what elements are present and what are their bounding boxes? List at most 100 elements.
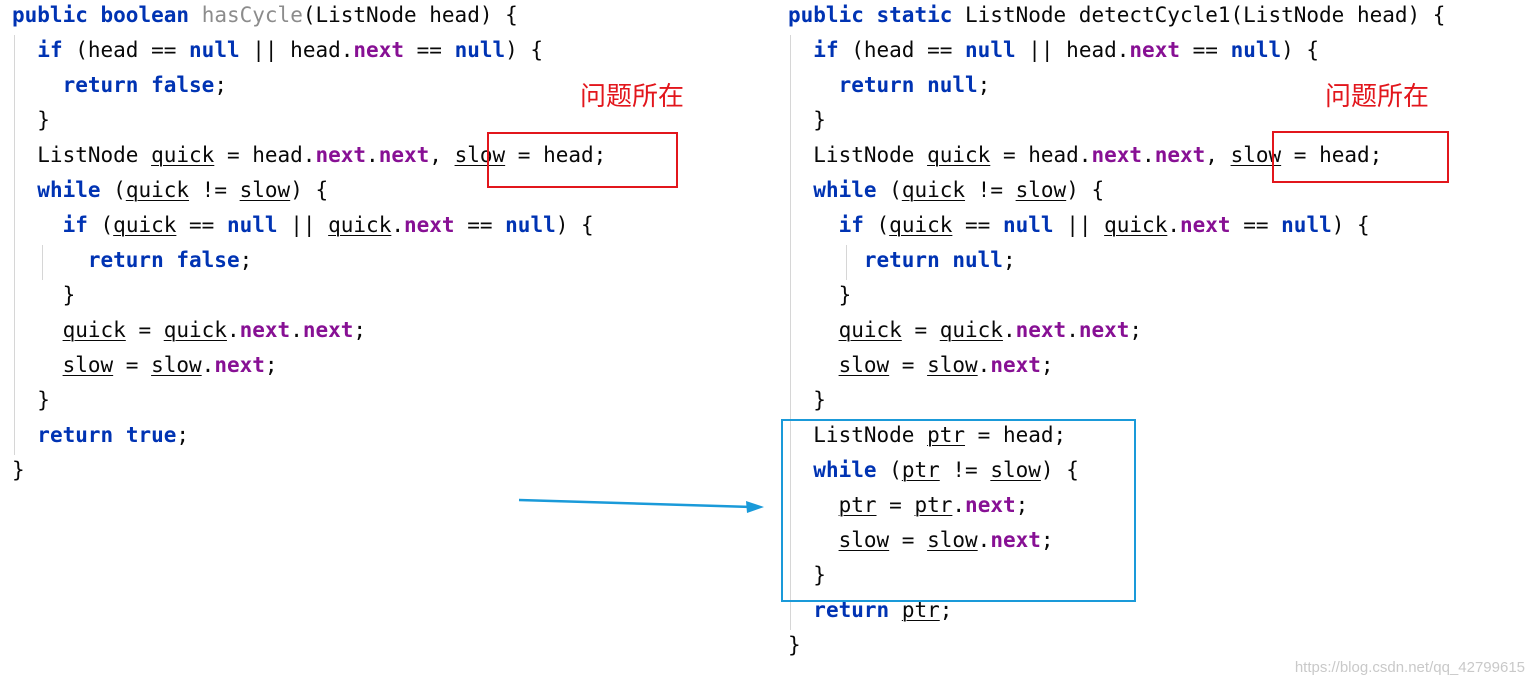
code-token: == bbox=[1179, 38, 1231, 62]
code-token: . bbox=[1002, 318, 1016, 342]
right-code-line: } bbox=[788, 280, 852, 315]
code-token: ; bbox=[176, 423, 190, 447]
code-token: (head == bbox=[62, 38, 190, 62]
code-token: } bbox=[12, 388, 50, 412]
code-token: = bbox=[889, 528, 928, 552]
right-code-line: quick = quick.next.next; bbox=[788, 315, 1143, 350]
variable-token: quick bbox=[125, 178, 190, 202]
code-token: ) { bbox=[1281, 38, 1320, 62]
code-token: } bbox=[12, 458, 25, 482]
left-code-line: quick = quick.next.next; bbox=[12, 315, 367, 350]
keyword-token: static bbox=[876, 3, 953, 27]
pointer-arrowhead bbox=[746, 501, 764, 513]
code-token: = head; bbox=[965, 423, 1067, 447]
code-token: = bbox=[876, 493, 915, 517]
keyword-token: null bbox=[1002, 213, 1054, 237]
field-token: next bbox=[1078, 318, 1130, 342]
code-token: ) { bbox=[555, 213, 594, 237]
keyword-token: while bbox=[813, 178, 877, 202]
variable-token: slow bbox=[927, 528, 978, 552]
left-code-line: if (quick == null || quick.next == null)… bbox=[12, 210, 594, 245]
code-token: ; bbox=[1040, 528, 1054, 552]
code-token: . bbox=[1167, 213, 1180, 237]
code-token: ; bbox=[353, 318, 367, 342]
keyword-token: if bbox=[37, 38, 63, 62]
code-token: . bbox=[977, 353, 991, 377]
variable-token: slow bbox=[838, 353, 890, 377]
keyword-token: false bbox=[151, 73, 215, 97]
code-token: } bbox=[788, 633, 801, 657]
code-token: ; bbox=[239, 248, 253, 272]
field-token: next bbox=[1015, 318, 1067, 342]
variable-token: slow bbox=[151, 353, 202, 377]
variable-token: quick bbox=[328, 213, 392, 237]
right-code-line: if (quick == null || quick.next == null)… bbox=[788, 210, 1370, 245]
left-code-line: slow = slow.next; bbox=[12, 350, 278, 385]
left-code-line: return false; bbox=[12, 70, 227, 105]
keyword-token: return bbox=[37, 423, 114, 447]
variable-token: ptr bbox=[927, 423, 966, 447]
code-token: , bbox=[429, 143, 455, 167]
code-token: } bbox=[788, 283, 852, 307]
variable-token: quick bbox=[62, 318, 126, 342]
keyword-token: null bbox=[505, 213, 556, 237]
code-token: . bbox=[290, 318, 303, 342]
variable-token: quick bbox=[163, 318, 227, 342]
keyword-token: while bbox=[37, 178, 101, 202]
code-token: ( bbox=[876, 458, 902, 482]
field-token: next bbox=[214, 353, 265, 377]
code-token: } bbox=[788, 563, 826, 587]
left-code-line: while (quick != slow) { bbox=[12, 175, 328, 210]
left-code-line: public boolean hasCycle(ListNode head) { bbox=[12, 0, 518, 35]
code-token: ; bbox=[977, 73, 991, 97]
field-token: next bbox=[353, 38, 404, 62]
watermark: https://blog.csdn.net/qq_42799615 bbox=[1294, 659, 1525, 676]
fix-highlight-box bbox=[781, 419, 1136, 602]
keyword-token: if bbox=[838, 213, 864, 237]
left-code-line: } bbox=[12, 280, 76, 315]
field-token: next bbox=[1129, 38, 1180, 62]
right-code-line: ListNode quick = head.next.next, slow = … bbox=[788, 140, 1382, 175]
keyword-token: null bbox=[927, 73, 978, 97]
keyword-token: if bbox=[813, 38, 839, 62]
code-token: ( bbox=[100, 178, 126, 202]
field-token: next bbox=[965, 493, 1016, 517]
variable-token: quick bbox=[939, 318, 1003, 342]
code-token: } bbox=[12, 108, 50, 132]
code-token: ; bbox=[939, 598, 953, 622]
left-code-line: ListNode quick = head.next.next, slow = … bbox=[12, 140, 606, 175]
keyword-token: return bbox=[838, 73, 915, 97]
code-token: ( bbox=[87, 213, 114, 237]
right-code-line: return ptr; bbox=[788, 595, 952, 630]
right-code-line: public static ListNode detectCycle1(List… bbox=[788, 0, 1445, 35]
left-code-line: } bbox=[12, 105, 50, 140]
code-token: ; bbox=[214, 73, 227, 97]
indent-guide bbox=[14, 35, 15, 455]
code-token: = bbox=[901, 318, 940, 342]
variable-token: quick bbox=[889, 213, 953, 237]
variable-token: quick bbox=[927, 143, 991, 167]
field-token: next bbox=[990, 353, 1041, 377]
variable-token: quick bbox=[113, 213, 177, 237]
code-token: ; bbox=[1040, 353, 1054, 377]
right-code-line: while (ptr != slow) { bbox=[788, 455, 1079, 490]
right-problem-label: 问题所在 bbox=[1325, 82, 1430, 112]
code-token: . bbox=[366, 143, 379, 167]
keyword-token: false bbox=[176, 248, 240, 272]
left-code-line: } bbox=[12, 455, 25, 490]
keyword-token: boolean bbox=[100, 3, 190, 27]
code-token: != bbox=[189, 178, 240, 202]
code-token: ; bbox=[1129, 318, 1143, 342]
variable-token: slow bbox=[239, 178, 291, 202]
code-token: != bbox=[939, 458, 991, 482]
field-token: next bbox=[378, 143, 430, 167]
left-code-line: return true; bbox=[12, 420, 189, 455]
right-code-line: return null; bbox=[788, 70, 991, 105]
keyword-token: public bbox=[12, 3, 88, 27]
field-token: next bbox=[1154, 143, 1206, 167]
code-token: ) { bbox=[1066, 178, 1105, 202]
right-code-line: ListNode ptr = head; bbox=[788, 420, 1066, 455]
left-problem-label: 问题所在 bbox=[580, 82, 685, 112]
code-token: || bbox=[277, 213, 329, 237]
